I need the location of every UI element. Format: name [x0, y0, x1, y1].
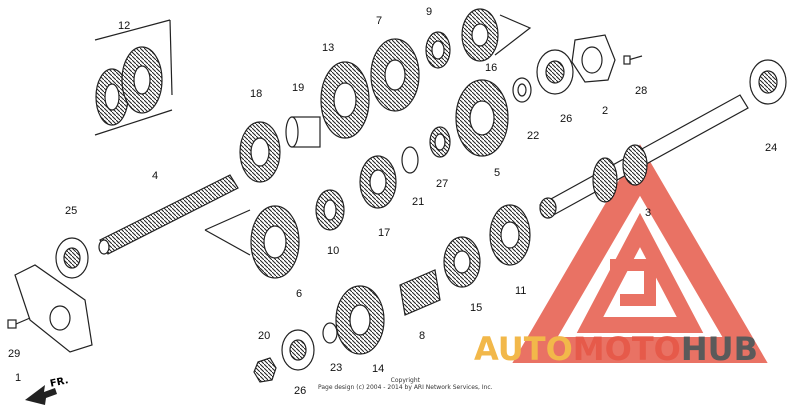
part-label: 9 — [426, 6, 433, 18]
gear-11 — [489, 204, 531, 266]
part-label: 13 — [322, 42, 335, 54]
gear-18 — [239, 121, 281, 183]
mainshaft-4 — [98, 174, 239, 255]
part-label: 16 — [485, 62, 498, 74]
part-label: 4 — [152, 170, 159, 182]
part-label: 1 — [15, 372, 22, 384]
bushing-8 — [399, 269, 441, 316]
watermark-part-moto: MOTO — [572, 330, 681, 368]
bolt-28 — [623, 55, 643, 65]
copyright-notice: Copyright Page design (c) 2004 - 2014 by… — [318, 377, 493, 391]
gear-6 — [204, 205, 300, 279]
part-label: 3 — [645, 207, 652, 219]
collar-19 — [285, 116, 321, 148]
washer-21 — [401, 146, 419, 174]
bearing-25 — [55, 237, 89, 279]
needle-bearing-9 — [425, 31, 451, 69]
part-label: 15 — [470, 302, 483, 314]
watermark-part-auto: AUTO — [474, 330, 573, 368]
part-label: 25 — [65, 205, 78, 217]
part-label: 29 — [8, 348, 21, 360]
part-label: 22 — [527, 130, 540, 142]
retainer-plate-2 — [571, 34, 616, 83]
washer-23 — [322, 322, 338, 344]
bearing-26-bottom — [281, 329, 315, 371]
part-label: 24 — [765, 142, 778, 154]
part-label: 28 — [635, 85, 648, 97]
part-label: 6 — [296, 288, 303, 300]
gear-5 — [455, 79, 509, 157]
part-label: 20 — [258, 330, 271, 342]
front-arrow-icon — [25, 385, 57, 405]
part-label: 19 — [292, 82, 305, 94]
hub-16 — [461, 8, 532, 62]
gear-13 — [320, 61, 370, 139]
part-label: 17 — [378, 227, 391, 239]
part-label: 8 — [419, 330, 426, 342]
part-label: 23 — [330, 362, 343, 374]
watermark-logo: AUTOMOTOHUB — [474, 330, 758, 368]
part-label: 18 — [250, 88, 263, 100]
countershaft-3 — [539, 94, 749, 219]
copyright-title: Copyright — [390, 377, 420, 384]
part-label: 26 — [560, 113, 573, 125]
part-label: 27 — [436, 178, 449, 190]
bolt-29 — [7, 317, 31, 329]
gear-12 — [95, 46, 163, 126]
part-label: 14 — [372, 363, 385, 375]
part-label: 11 — [515, 285, 527, 297]
part-label: 10 — [327, 245, 340, 257]
part-label: 12 — [118, 20, 131, 32]
watermark-part-hub: HUB — [680, 330, 759, 368]
part-label: 2 — [602, 105, 609, 117]
hub-17 — [359, 155, 397, 209]
cover-plate-1 — [14, 264, 93, 353]
copyright-text: Page design (c) 2004 - 2014 by ARI Netwo… — [318, 384, 493, 391]
part-label: 7 — [376, 15, 383, 27]
bearing-26-top — [536, 49, 574, 95]
bearing-24 — [749, 59, 787, 105]
part-label: 21 — [412, 196, 425, 208]
part-label: 5 — [494, 167, 501, 179]
nut-20 — [253, 357, 277, 383]
gear-7 — [370, 38, 420, 112]
needle-bearing-27 — [429, 126, 451, 158]
needle-bearing-10 — [315, 189, 345, 231]
gear-14 — [335, 285, 385, 355]
part-label: 26 — [294, 385, 307, 397]
triangle-logo-icon — [512, 144, 768, 363]
gear-15 — [443, 236, 481, 288]
